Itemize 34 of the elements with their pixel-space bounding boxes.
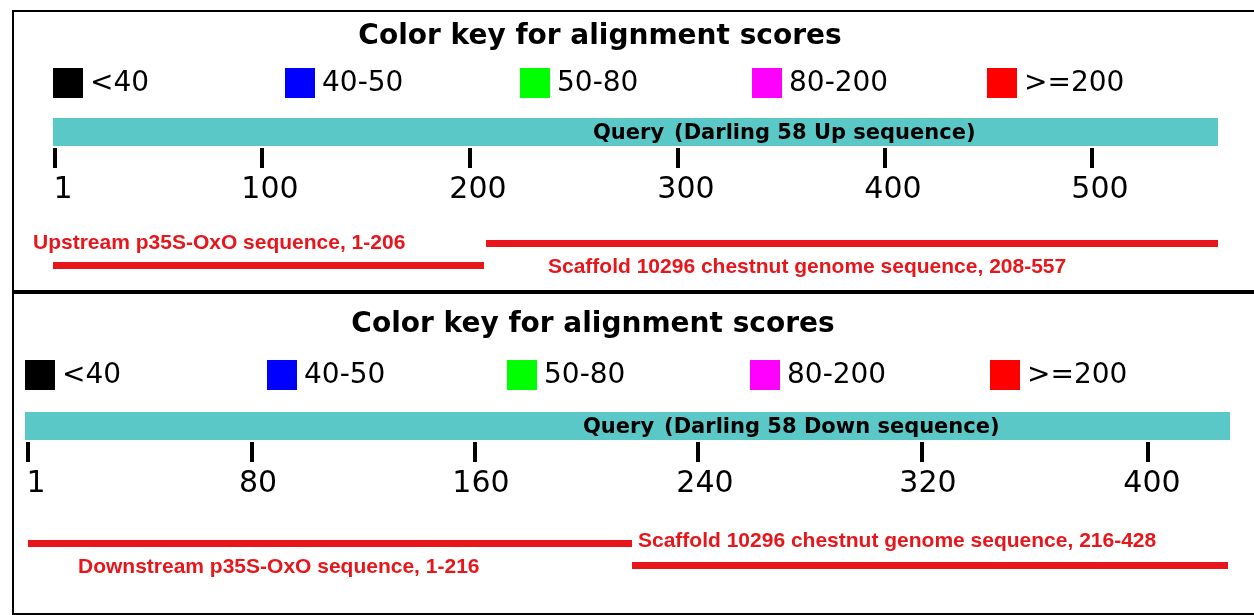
axis-tick-label: 320 bbox=[899, 464, 957, 499]
legend-title: Color key for alignment scores bbox=[351, 306, 835, 339]
query-label: Query bbox=[583, 414, 655, 438]
query-name: (Darling 58 Down sequence) bbox=[664, 414, 1000, 438]
legend-label: 50-80 bbox=[544, 357, 626, 390]
axis-tick-label: 500 bbox=[1071, 170, 1129, 205]
legend-label: >=200 bbox=[1027, 357, 1128, 390]
legend-label: 80-200 bbox=[789, 65, 889, 98]
axis-tick-label: 400 bbox=[1123, 464, 1181, 499]
alignment-label: Upstream p35S-OxO sequence, 1-206 bbox=[33, 230, 406, 254]
legend-label: 40-50 bbox=[322, 65, 404, 98]
legend-title: Color key for alignment scores bbox=[358, 18, 842, 51]
alignment-label: Scaffold 10296 chestnut genome sequence, 208-557 bbox=[548, 254, 1067, 278]
query-name: (Darling 58 Up sequence) bbox=[674, 120, 976, 144]
alignment-label: Scaffold 10296 chestnut genome sequence, 216-428 bbox=[638, 528, 1157, 552]
legend-label: >=200 bbox=[1024, 65, 1125, 98]
axis-tick-label: 1 bbox=[53, 170, 73, 205]
axis-tick-label: 300 bbox=[657, 170, 715, 205]
axis-tick-label: 1 bbox=[26, 464, 46, 499]
alignment-label: Downstream p35S-OxO sequence, 1-216 bbox=[78, 554, 480, 578]
axis-tick-label: 80 bbox=[238, 464, 278, 499]
query-bar bbox=[53, 118, 1218, 146]
axis-tick-label: 400 bbox=[864, 170, 922, 205]
axis-tick-label: 100 bbox=[241, 170, 299, 205]
axis-tick-label: 200 bbox=[449, 170, 507, 205]
axis-tick-label: 160 bbox=[452, 464, 510, 499]
legend-label: 40-50 bbox=[304, 357, 386, 390]
axis-tick-label: 240 bbox=[676, 464, 734, 499]
legend-label: 80-200 bbox=[787, 357, 887, 390]
legend-label: 50-80 bbox=[557, 65, 639, 98]
query-bar bbox=[25, 412, 1230, 440]
query-label: Query bbox=[593, 120, 665, 144]
legend-label: <40 bbox=[62, 357, 122, 390]
legend-label: <40 bbox=[90, 65, 150, 98]
